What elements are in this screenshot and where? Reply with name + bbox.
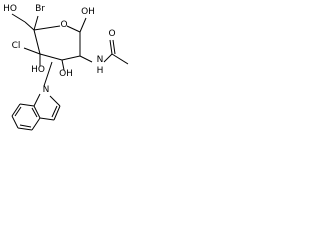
bond-indole-c2-c3 [53,105,61,121]
bond-c5-br [33,15,39,31]
bond-co-ch3 [111,53,129,65]
atom-label-oh-anomeric: OH [81,7,95,17]
bond-benz-3 [11,115,19,129]
bond-benz-6-inner [31,107,38,118]
bond-c3-oh [61,59,65,71]
bond-c2-c3 [61,55,81,61]
bond-ch2-c5 [24,21,35,31]
bond-co-o-2 [112,39,116,55]
atom-label-br: Br [35,4,45,14]
bond-indole-c3-c3a [39,117,55,121]
atom-label-n-indole: N [43,85,50,95]
atom-label-nh-h: H [97,66,104,76]
bond-co-o-1 [109,39,113,55]
bond-indole-n-c7a [33,93,41,107]
bond-c4-cl [23,47,41,55]
bond-benz-4 [17,127,33,131]
bond-benz-2-inner [14,106,22,117]
atom-label-ring-o: O [60,20,67,30]
bond-indole-n-c2 [49,95,61,107]
bond-indole-c2-c3-inner [51,105,58,118]
bond-benz-5 [31,117,41,131]
atom-labels: Br HO O OH Cl N H O HO OH N [3,4,115,95]
bond-c3-c4 [39,53,63,61]
atom-label-nh: N [97,55,104,65]
bond-c3-nindole [43,61,53,87]
atom-label-cl: Cl [12,41,21,51]
atom-label-ho-c4: HO [31,65,45,75]
bonds [11,13,129,131]
bond-indole-c7a-c3a [33,105,41,119]
atom-label-o-carbonyl: O [108,29,115,39]
bond-ch2-o [11,13,26,23]
bond-benz-1 [19,103,35,107]
atom-label-ho-top: HO [3,4,17,14]
molecule-structure: Br HO O OH Cl N H O HO OH N [3,4,129,131]
bond-o-c1 [66,25,81,33]
bond-nh-co [103,53,113,63]
atom-label-oh-c3: OH [59,69,73,79]
bond-benz-4-inner [19,124,32,128]
bond-c2-nh [79,55,93,63]
bond-c5-o [33,25,61,31]
bond-c1-oh [79,17,87,33]
bond-benz-2 [11,103,21,117]
bond-c4-c5 [33,29,41,55]
